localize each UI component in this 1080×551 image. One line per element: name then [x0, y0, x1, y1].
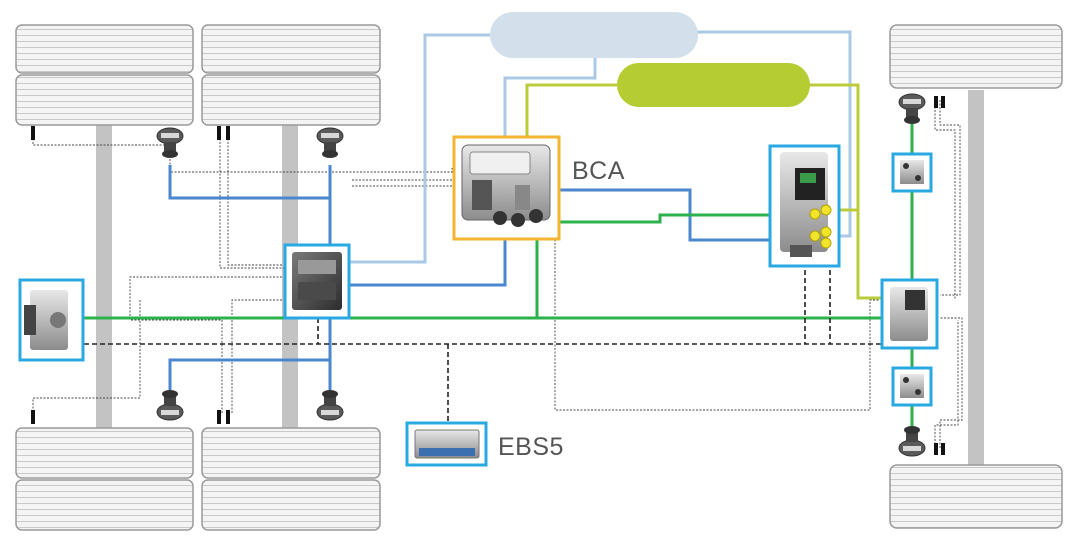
sensor-icon — [217, 410, 221, 424]
tire-icon — [201, 74, 381, 126]
chamber-icon — [316, 389, 344, 421]
ebs-label: EBS5 — [498, 433, 564, 461]
sensor-icon — [226, 126, 230, 140]
chamber-icon — [156, 389, 184, 421]
tire-icon — [201, 427, 381, 479]
controller-icon — [405, 421, 488, 467]
chamber-icon — [316, 127, 344, 159]
sensor-icon — [934, 96, 938, 108]
sensor-icon — [934, 443, 938, 455]
tire-icon — [201, 479, 381, 531]
tank-icon — [490, 12, 698, 58]
valve-icon — [891, 152, 933, 193]
sensor-icon — [31, 410, 35, 424]
sensor-icon — [941, 96, 945, 108]
tank-icon — [617, 63, 810, 107]
sensor-icon — [31, 126, 35, 140]
tire-icon — [15, 479, 194, 531]
modulator-icon — [283, 243, 351, 320]
tire-icon — [15, 24, 194, 74]
sensor-icon — [941, 443, 945, 455]
electrical-lines — [84, 120, 914, 430]
tires — [15, 24, 1063, 531]
axle-right — [968, 90, 984, 470]
sensor-icon — [217, 126, 221, 140]
trailer-control-module — [768, 144, 841, 268]
tire-icon — [889, 24, 1063, 89]
chamber-icon — [898, 425, 926, 457]
bca-unit — [452, 135, 561, 241]
control-lines — [84, 262, 882, 425]
sensor-plugs — [31, 96, 945, 455]
tire-icon — [889, 464, 1063, 529]
chamber-icon — [898, 93, 926, 125]
axle-left — [96, 125, 112, 430]
brake-lines — [168, 165, 782, 395]
tire-icon — [15, 74, 194, 126]
valve-icon — [18, 278, 85, 362]
bca-label: BCA — [572, 157, 625, 185]
sensor-icon — [226, 410, 230, 424]
valve-icon — [891, 366, 933, 407]
tire-icon — [15, 427, 194, 479]
valve-icon — [880, 278, 939, 350]
sensor-wiring — [32, 100, 963, 448]
tire-icon — [201, 24, 381, 74]
chamber-icon — [156, 127, 184, 159]
